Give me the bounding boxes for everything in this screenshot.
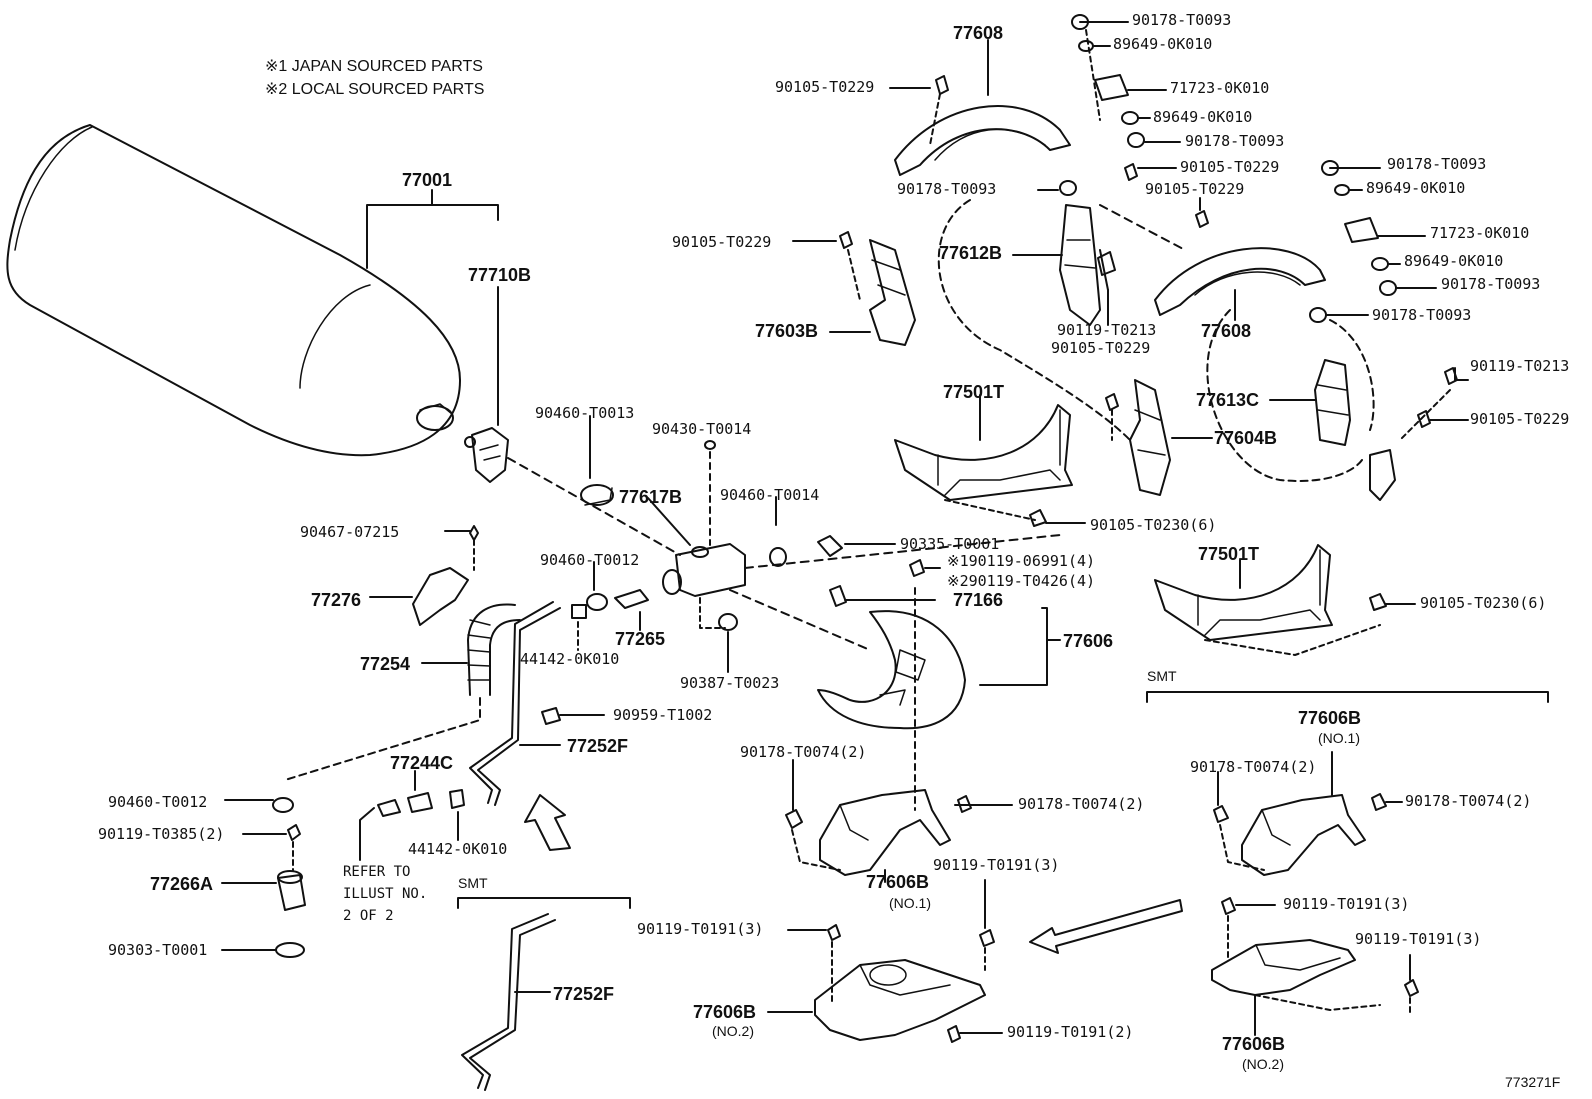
saddle-77501t-left	[894, 404, 1073, 501]
saddle-77501t-right	[1154, 544, 1333, 641]
filter-block-77617b	[662, 543, 746, 597]
strap-77608-mid	[1154, 247, 1326, 316]
bracket-77604b	[1129, 379, 1171, 496]
cng-tank	[6, 124, 461, 457]
strap-77613c	[1314, 359, 1351, 446]
strap-77608-top	[894, 105, 1071, 176]
bracket-77606b-no1-left	[819, 789, 951, 876]
valve-77710b	[464, 427, 509, 483]
bracket-77606b-no1-right	[1241, 794, 1366, 876]
tube-77252f	[469, 601, 561, 806]
guard-77606	[817, 610, 966, 730]
plate-77606b-no2-right	[1211, 939, 1356, 996]
corrugated-hose	[467, 603, 521, 696]
plate-77606b-no2-left	[814, 959, 986, 1041]
strap-77612b	[1059, 204, 1101, 326]
bracket-77603b	[869, 239, 916, 346]
